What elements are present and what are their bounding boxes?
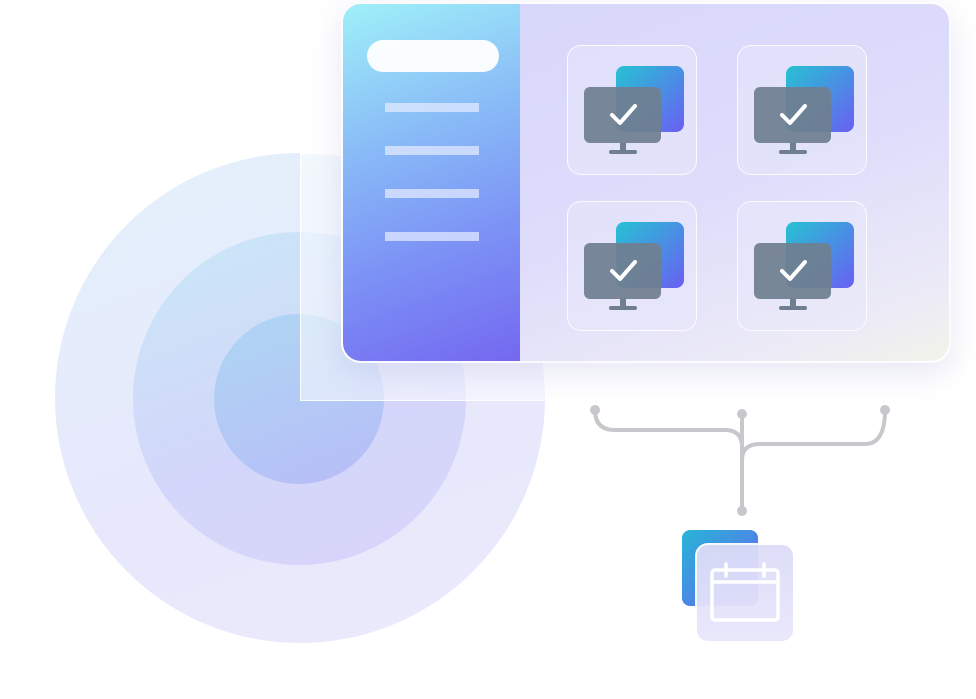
device-tile[interactable] [567, 201, 697, 331]
sidebar [343, 4, 520, 361]
sidebar-item[interactable] [385, 189, 479, 198]
app-window [341, 2, 951, 363]
device-tile[interactable] [567, 45, 697, 175]
device-tile[interactable] [737, 45, 867, 175]
sidebar-search-pill[interactable] [367, 40, 499, 72]
monitor-check-icon [754, 222, 854, 310]
sidebar-item[interactable] [385, 146, 479, 155]
device-tile[interactable] [737, 201, 867, 331]
calendar-icon[interactable] [680, 528, 800, 648]
monitor-check-icon [584, 222, 684, 310]
sidebar-item[interactable] [385, 232, 479, 241]
monitor-check-icon [584, 66, 684, 154]
connector-lines [590, 405, 890, 516]
sidebar-item[interactable] [385, 103, 479, 112]
monitor-check-icon [754, 66, 854, 154]
